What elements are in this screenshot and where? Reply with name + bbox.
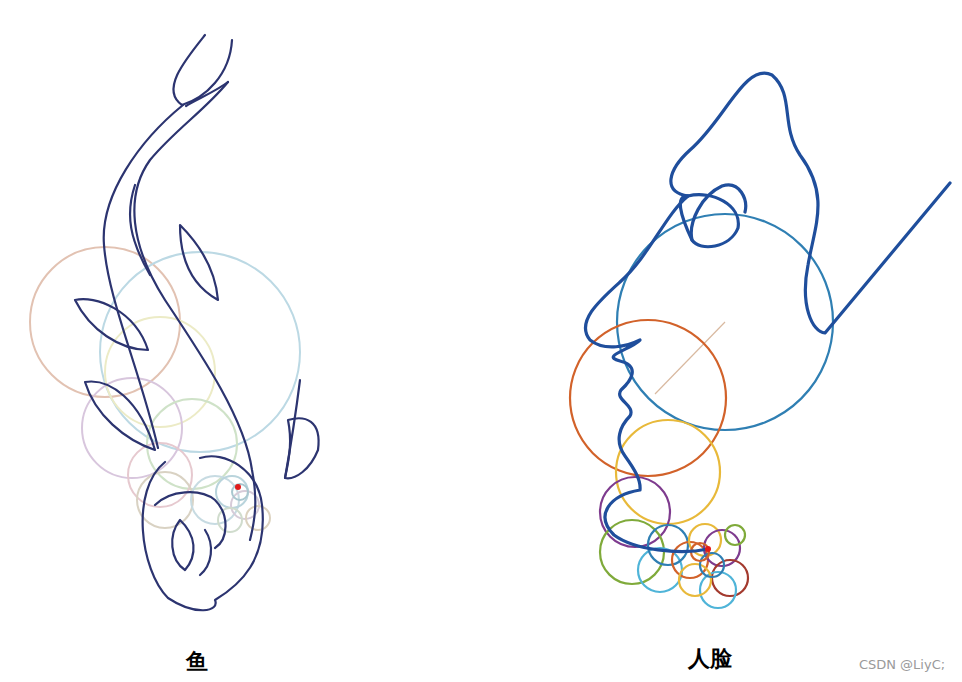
epicycle-circle: [105, 317, 215, 427]
fish-eye: [172, 520, 193, 570]
epicycle-circle: [218, 508, 242, 532]
epicycle-circle: [725, 525, 745, 545]
fish-head: [200, 530, 211, 575]
face-drawing: [585, 73, 950, 551]
epicycle-circle: [616, 420, 720, 524]
face-outline: [585, 196, 708, 551]
epicycle-circle: [700, 572, 736, 608]
fish-drawing: [75, 35, 319, 610]
fish-tail: [186, 82, 228, 106]
pen-dot: [705, 546, 711, 552]
fish-fin: [75, 299, 148, 350]
figure-caption: 鱼: [186, 647, 208, 677]
figure-caption: 人脸: [688, 644, 732, 674]
epicycle-circles: [30, 247, 300, 532]
fish-tail: [173, 35, 232, 105]
epicycle-circle: [679, 564, 711, 596]
face-outline: [671, 73, 950, 333]
fish-body: [134, 82, 255, 540]
fish-fin: [85, 382, 155, 450]
watermark: CSDN @LiyC;: [859, 657, 945, 672]
fish-head: [143, 456, 263, 610]
fish-head: [155, 492, 226, 548]
epicycle-circle: [232, 484, 248, 500]
fish-body: [104, 105, 183, 448]
epicycle-circle: [246, 506, 270, 530]
pen-dot: [235, 484, 241, 490]
fish-body: [130, 185, 150, 275]
epicycle-circle: [82, 378, 182, 478]
fish-body: [285, 380, 300, 478]
epicycle-circle: [700, 553, 724, 577]
fish-fin: [180, 225, 218, 300]
